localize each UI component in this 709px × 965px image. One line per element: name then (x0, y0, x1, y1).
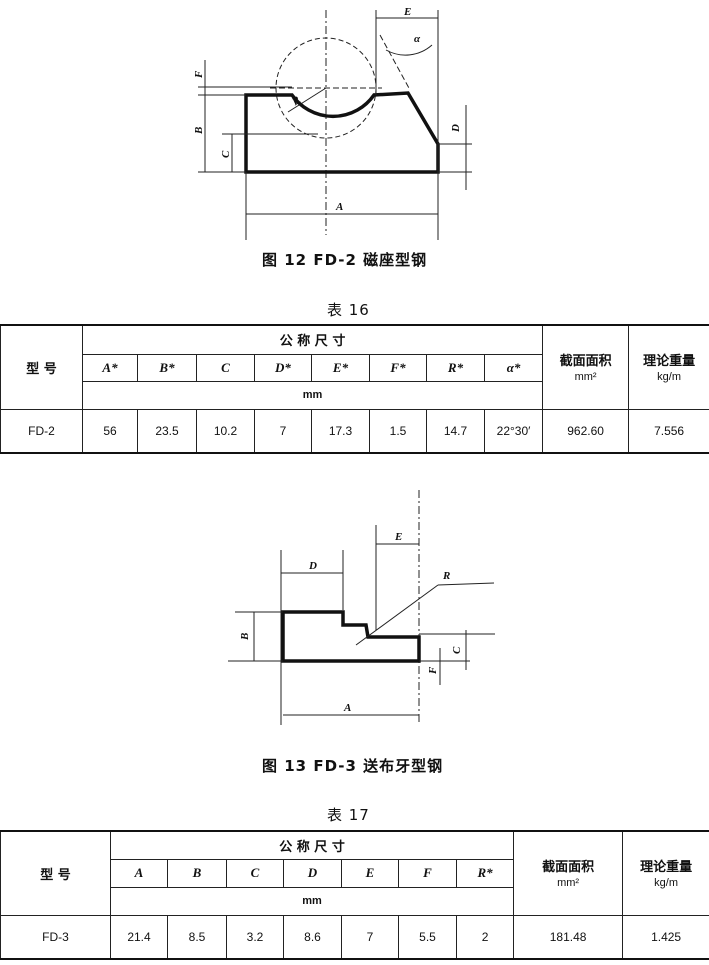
fig12-label-F: F (193, 70, 205, 79)
t16-header-group: 公 称 尺 寸 (81, 324, 544, 355)
t16-unit: mm (81, 380, 544, 410)
fig12-label-C: C (220, 150, 232, 158)
t16-col-A: A* (82, 353, 138, 382)
t17-col-R: R* (455, 858, 515, 888)
t16-model-header: 型 号 (0, 324, 83, 410)
t17-val-E: 7 (341, 914, 399, 960)
t16-val-A: 56 (82, 408, 138, 454)
t17-val-R: 2 (455, 914, 515, 960)
t17-col-F: F (398, 858, 457, 888)
fig13-label-B: B (239, 633, 251, 641)
t16-col-B: B* (137, 353, 197, 382)
t17-val-B: 8.5 (167, 914, 227, 960)
fig12-label-E: E (403, 6, 411, 18)
fig12-label-D: D (450, 124, 462, 133)
t16-col-F: F* (369, 353, 427, 382)
figure-12-caption: 图 12 FD-2 磁座型钢 (262, 251, 428, 269)
t16-col-E: E* (311, 353, 370, 382)
figure-12-drawing: E α F R B C D A (193, 6, 472, 240)
t16-val-F: 1.5 (369, 408, 427, 454)
fig13-label-D: D (308, 560, 317, 572)
t16-col-R: R* (426, 353, 485, 382)
t16-val-E: 17.3 (311, 408, 370, 454)
t17-col-B: B (167, 858, 227, 888)
t17-col-C: C (226, 858, 284, 888)
fig12-label-alpha: α (414, 33, 421, 45)
table-17-title: 表 17 (327, 806, 370, 824)
t16-val-D: 7 (254, 408, 312, 454)
fig13-label-E: E (394, 531, 402, 543)
fig12-label-B: B (193, 127, 205, 135)
t16-val-area: 962.60 (542, 408, 630, 454)
t16-col-alpha: α* (483, 353, 544, 382)
fig13-label-F: F (427, 666, 439, 675)
t17-row-model: FD-3 (0, 914, 111, 960)
fig12-label-A: A (335, 201, 343, 213)
t17-val-A: 21.4 (110, 914, 168, 960)
fig13-label-C: C (451, 646, 463, 654)
t17-val-C: 3.2 (226, 914, 284, 960)
fig13-label-R: R (442, 570, 450, 582)
t16-col-C: C (196, 353, 255, 382)
fig13-label-A: A (343, 702, 351, 714)
t17-val-area: 181.48 (513, 914, 624, 960)
t16-row-model: FD-2 (0, 408, 83, 454)
t16-val-B: 23.5 (137, 408, 197, 454)
figure-13-drawing: D E R B C F A (228, 490, 495, 725)
t17-val-F: 5.5 (398, 914, 457, 960)
t16-val-weight: 7.556 (628, 408, 709, 454)
figure-13-caption: 图 13 FD-3 送布牙型钢 (262, 757, 444, 775)
t16-val-alpha: 22°30′ (483, 408, 544, 454)
t17-unit: mm (109, 886, 515, 916)
t17-col-E: E (341, 858, 399, 888)
t17-col-D: D (283, 858, 342, 888)
t17-col-A: A (110, 858, 168, 888)
table-16-title: 表 16 (327, 301, 370, 319)
t16-col-D: D* (254, 353, 312, 382)
t16-val-C: 10.2 (196, 408, 255, 454)
t17-val-D: 8.6 (283, 914, 342, 960)
t17-model-header: 型 号 (0, 830, 111, 916)
t17-val-weight: 1.425 (622, 914, 709, 960)
t16-val-R: 14.7 (426, 408, 485, 454)
t17-header-group: 公 称 尺 寸 (109, 830, 515, 860)
